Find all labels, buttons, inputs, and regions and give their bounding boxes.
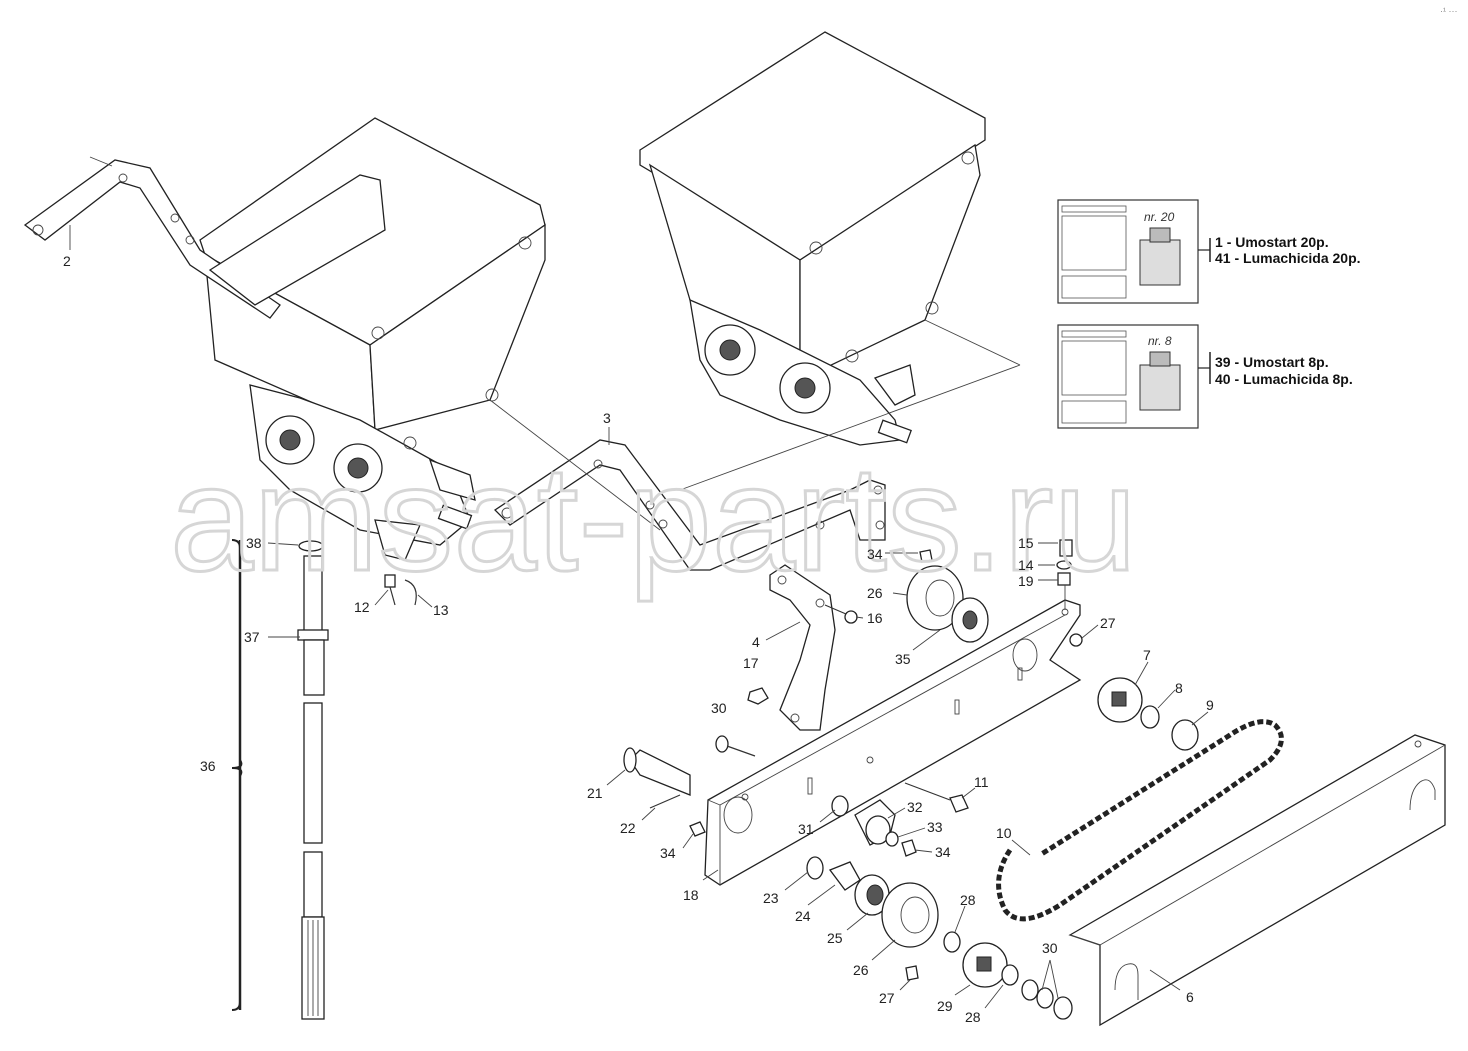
callout-label: 21 bbox=[587, 785, 603, 801]
callout-label: 12 bbox=[354, 599, 370, 615]
legend-line: 41 - Lumachicida 20p. bbox=[1215, 250, 1361, 266]
callout-label: 16 bbox=[867, 610, 883, 626]
corner-mark: ·¹ ··· bbox=[1440, 6, 1458, 16]
callout-label: 26 bbox=[853, 962, 869, 978]
callout-label: 22 bbox=[620, 820, 636, 836]
callout-label: 32 bbox=[907, 799, 923, 815]
part-36-shaft bbox=[231, 539, 329, 1020]
callout-label: 3 bbox=[603, 410, 611, 426]
callout-label: 19 bbox=[1018, 573, 1034, 589]
callout-label: 36 bbox=[200, 758, 216, 774]
callout-label: 23 bbox=[763, 890, 779, 906]
callout-label: 34 bbox=[867, 546, 883, 562]
callout-label: 9 bbox=[1206, 697, 1214, 713]
callout-label: 38 bbox=[246, 535, 262, 551]
callout-label: 26 bbox=[867, 585, 883, 601]
small-parts bbox=[384, 539, 1446, 1027]
callout-label: 28 bbox=[960, 892, 976, 908]
callout-label: 15 bbox=[1018, 535, 1034, 551]
callout-label: 17 bbox=[743, 655, 759, 671]
callout-label: 27 bbox=[879, 990, 895, 1006]
callout-label: 11 bbox=[974, 774, 989, 790]
part-3-bracket bbox=[489, 399, 886, 571]
callout-label: 14 bbox=[1018, 557, 1034, 573]
callout-label: 30 bbox=[711, 700, 727, 716]
callout-label: 24 bbox=[795, 908, 811, 924]
legend-badge: nr. 8 bbox=[1148, 334, 1172, 348]
callout-label: 30 bbox=[1042, 940, 1058, 956]
part-4-plate bbox=[769, 564, 836, 731]
callouts: 2 3 4 6 7 8 9 10 11 12 13 14 15 16 17 18… bbox=[63, 253, 1214, 1025]
part-2-bracket bbox=[23, 156, 386, 319]
legend: nr. 20 1 - Umostart 20p. 41 - Lumachicid… bbox=[1057, 199, 1361, 429]
legend-line: 40 - Lumachicida 8p. bbox=[1215, 371, 1353, 387]
watermark: amsat-parts.ru bbox=[170, 434, 1137, 602]
callout-label: 27 bbox=[1100, 615, 1116, 631]
callout-label: 37 bbox=[244, 629, 260, 645]
callout-label: 4 bbox=[752, 634, 760, 650]
callout-label: 13 bbox=[433, 602, 449, 618]
callout-label: 31 bbox=[798, 821, 814, 837]
callout-label: 33 bbox=[927, 819, 943, 835]
legend-line: 39 - Umostart 8p. bbox=[1215, 354, 1329, 370]
callout-label: 34 bbox=[660, 845, 676, 861]
legend-box-20: nr. 20 bbox=[1057, 199, 1199, 304]
callout-label: 2 bbox=[63, 253, 71, 269]
callout-label: 25 bbox=[827, 930, 843, 946]
legend-line: 1 - Umostart 20p. bbox=[1215, 234, 1329, 250]
leader-lines bbox=[69, 225, 1209, 1009]
callout-label: 8 bbox=[1175, 680, 1183, 696]
callout-label: 7 bbox=[1143, 647, 1151, 663]
legend-box-8: nr. 8 bbox=[1057, 324, 1199, 429]
legend-badge: nr. 20 bbox=[1144, 210, 1175, 224]
callout-label: 28 bbox=[965, 1009, 981, 1025]
callout-label: 29 bbox=[937, 998, 953, 1014]
part-18-frame bbox=[704, 599, 1082, 886]
hopper-right bbox=[639, 31, 1021, 491]
callout-label: 34 bbox=[935, 844, 951, 860]
callout-label: 18 bbox=[683, 887, 699, 903]
callout-label: 6 bbox=[1186, 989, 1194, 1005]
callout-label: 35 bbox=[895, 651, 911, 667]
callout-label: 10 bbox=[996, 825, 1012, 841]
